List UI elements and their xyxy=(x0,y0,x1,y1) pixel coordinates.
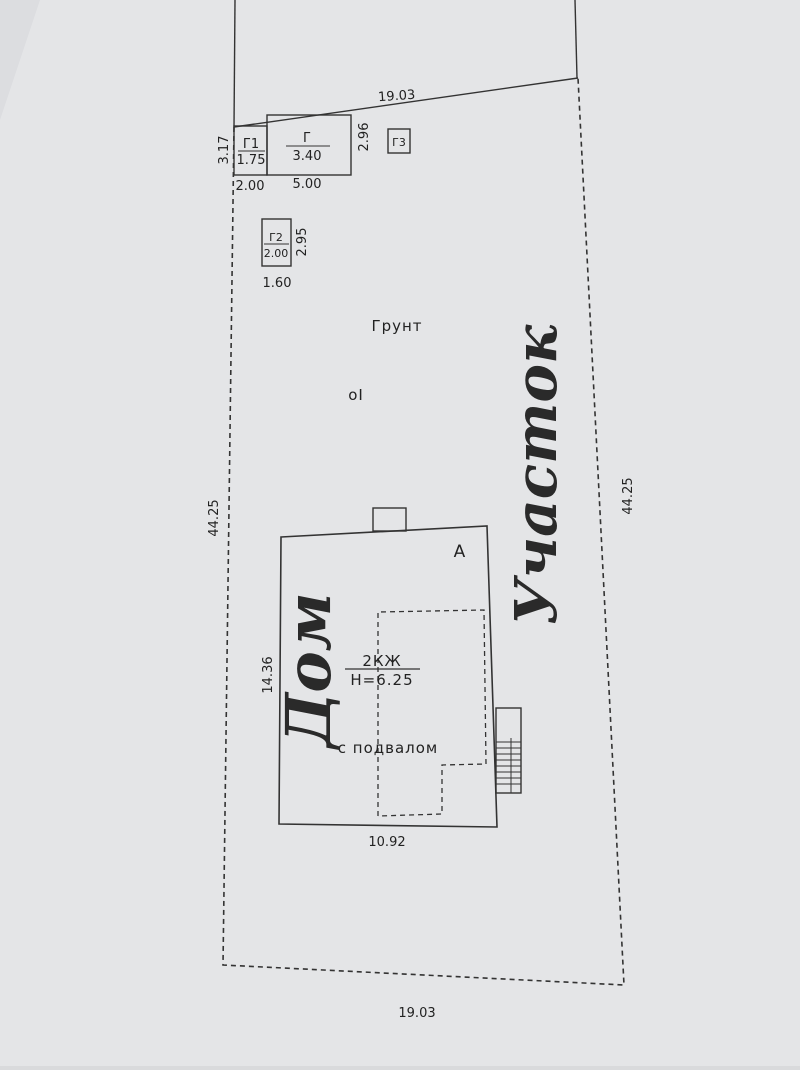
garage-g1-width: 2.00 xyxy=(236,179,265,194)
shed-g2-outline xyxy=(261,218,292,267)
garage-g1-height: 3.17 xyxy=(217,136,232,165)
garage-g1-length: 1.75 xyxy=(237,153,266,168)
plot-right-length: 44.25 xyxy=(621,477,636,514)
shed-g2-length: 2.00 xyxy=(264,247,289,260)
plot-top-width: 19.03 xyxy=(378,88,416,106)
house-stairs xyxy=(495,707,522,794)
house-height: Н=6.25 xyxy=(350,671,413,689)
house-handwritten-word: Дом xyxy=(272,592,345,750)
shed-g3-name: Г3 xyxy=(392,136,406,149)
garage-g1-name: Г1 xyxy=(243,137,259,152)
house-front-width: 10.92 xyxy=(368,835,405,850)
plot-dashed-boundary xyxy=(222,77,625,986)
plot-bottom-width: 19.03 xyxy=(398,1006,435,1021)
house-basement: с подвалом xyxy=(338,739,438,757)
garage-g-name: Г xyxy=(303,131,311,146)
house-letter: А xyxy=(454,542,467,562)
plot-left-length: 44.25 xyxy=(207,499,222,536)
garage-g-length: 3.40 xyxy=(293,149,322,164)
house-side-length: 14.36 xyxy=(261,656,276,693)
upper-right-border xyxy=(574,0,578,79)
shed-g2-width: 1.60 xyxy=(263,276,292,291)
ground-label: Грунт xyxy=(371,317,422,335)
garage-g-width: 5.00 xyxy=(293,177,322,192)
house-floors: 2КЖ xyxy=(362,652,401,670)
garage-g-height: 2.96 xyxy=(357,123,372,152)
shed-g2-height: 2.95 xyxy=(295,228,310,257)
shed-g2-name: Г2 xyxy=(269,231,283,244)
stairs-steps xyxy=(496,738,521,793)
plot-handwritten-word: Участок xyxy=(502,324,570,625)
plot-top-boundary xyxy=(233,77,579,128)
ground-mark: оI xyxy=(348,386,364,404)
house-outline xyxy=(278,525,498,828)
garage-g-outline xyxy=(266,114,352,176)
upper-left-border xyxy=(233,0,236,128)
shed-g3-outline xyxy=(387,128,411,154)
